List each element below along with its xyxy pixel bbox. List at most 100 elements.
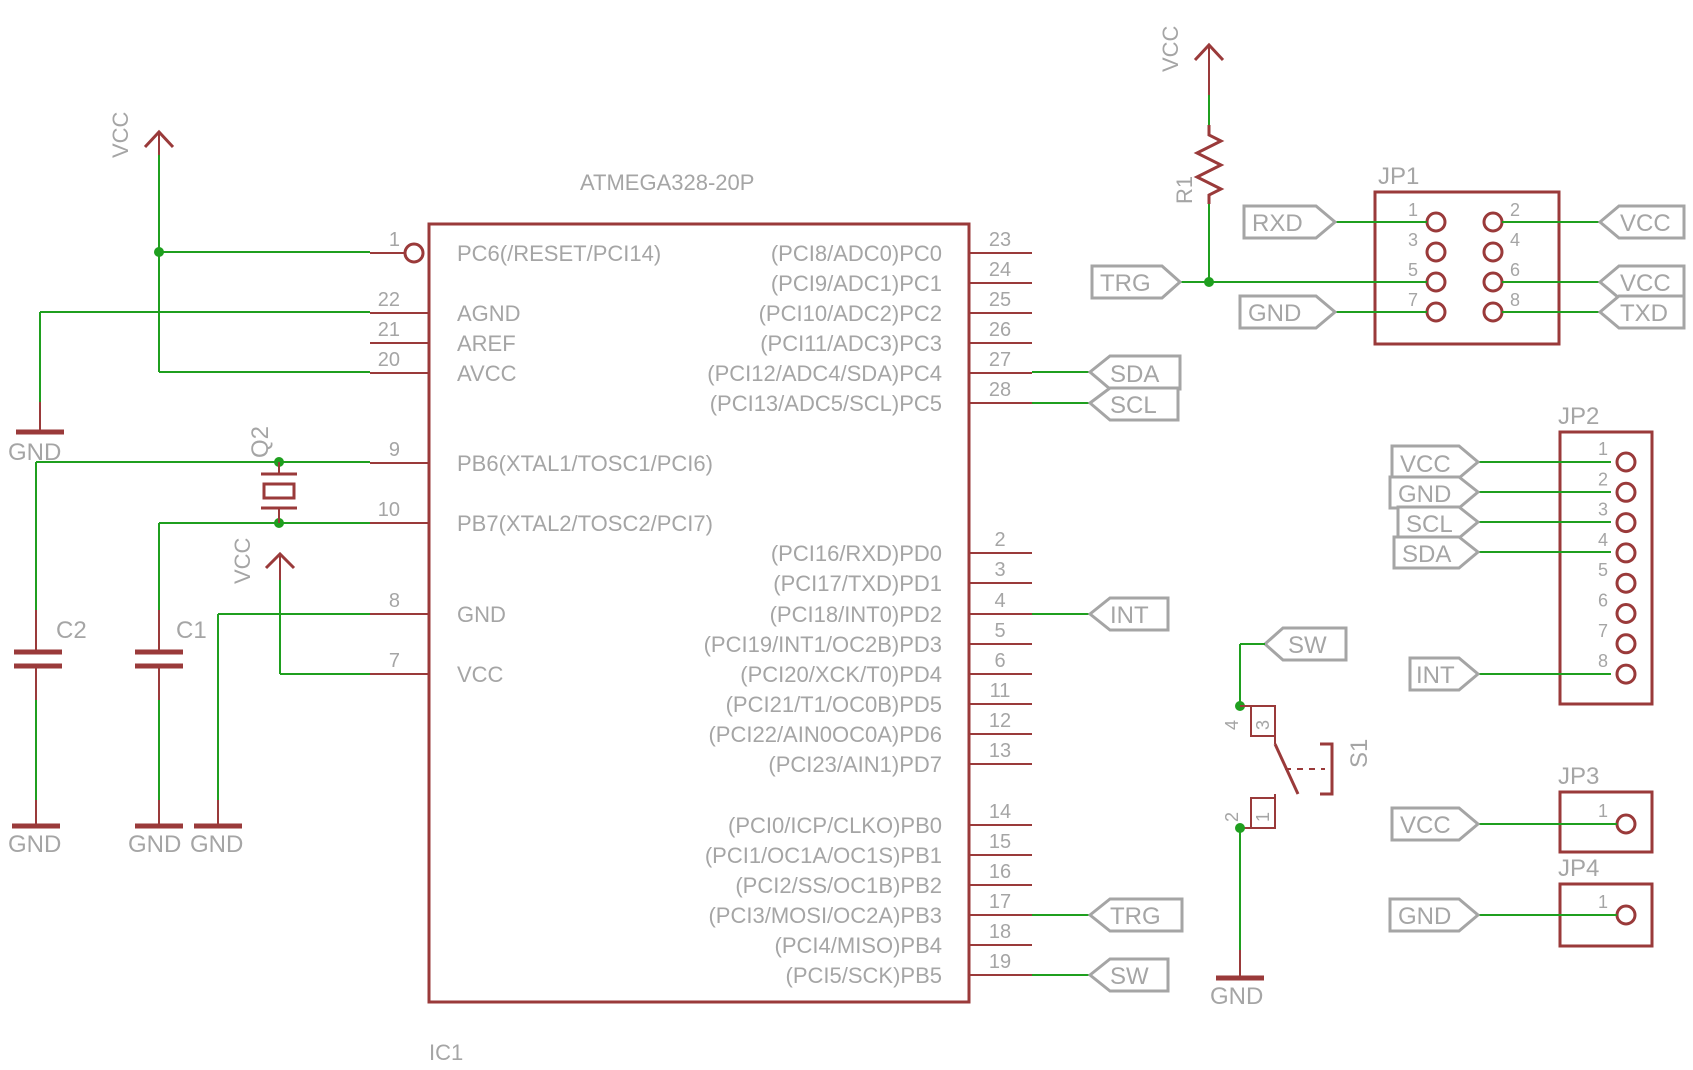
ic1-pin-name: (PCI1/OC1A/OC1S)PB1 <box>705 843 942 868</box>
jp1-label: JP1 <box>1378 163 1419 190</box>
ic1-pin-name: AREF <box>457 331 516 356</box>
ic1-pin-number: 28 <box>989 379 1011 401</box>
jp2-label: JP2 <box>1558 403 1599 430</box>
jp2-pin-icon <box>1615 451 1637 473</box>
ic1-pin-name: (PCI4/MISO)PB4 <box>775 933 942 958</box>
jp2-net-int-text: INT <box>1416 662 1455 689</box>
ic1: ATMEGA328-20P IC1 1PC6(/RESET/PCI14)22AG… <box>370 170 1032 1065</box>
jp2-net-sda-text: SDA <box>1402 541 1451 568</box>
jp1-net-txd-text: TXD <box>1620 300 1668 327</box>
ic1-pin-number: 16 <box>989 861 1011 883</box>
jp1-pin-icon <box>1482 211 1504 233</box>
ic1-pin-name: (PCI10/ADC2)PC2 <box>759 301 942 326</box>
s1-pin-num: 4 <box>1222 720 1242 730</box>
s1-pin-num: 1 <box>1253 812 1273 822</box>
s1-pin-num: 2 <box>1222 812 1242 822</box>
jp2-body <box>1558 430 1654 706</box>
jp2-pin-icon <box>1615 481 1637 503</box>
jp1-pin-num: 8 <box>1510 290 1520 310</box>
net-label-scl <box>1087 386 1180 422</box>
jp2-net-scl <box>1396 505 1481 540</box>
jp2-net-vcc-text: VCC <box>1400 451 1451 478</box>
ic1-pin-number: 4 <box>994 590 1005 612</box>
jp1-pin-icon <box>1482 241 1504 263</box>
net-label-scl-text: SCL <box>1110 392 1157 419</box>
ic1-pin-number: 5 <box>994 620 1005 642</box>
jp3-label: JP3 <box>1558 763 1599 790</box>
net-label-sw <box>1087 957 1170 993</box>
jp1-net-rxd <box>1242 204 1338 240</box>
ic1-pin-number: 11 <box>990 680 1011 702</box>
s1-pin-box <box>1250 797 1276 829</box>
jp2-pin-icon <box>1615 572 1637 594</box>
jp4: JP4 1 GND <box>1388 855 1654 948</box>
ic1-pin-name: PB7(XTAL2/TOSC2/PCI7) <box>457 511 713 536</box>
ic1-pin-number: 2 <box>994 529 1005 551</box>
jp2-pin-icon <box>1615 663 1637 685</box>
jp2-pin-icon <box>1615 542 1637 564</box>
jp1-pin-num: 4 <box>1510 230 1520 250</box>
jp3-net-vcc <box>1390 806 1481 842</box>
ic1-pin-number: 7 <box>389 650 400 672</box>
ic1-pin-name: (PCI17/TXD)PD1 <box>773 571 942 596</box>
net-label-sda-text: SDA <box>1110 361 1159 388</box>
jp1-pin-num: 6 <box>1510 260 1520 280</box>
ic1-pin-name: (PCI19/INT1/OC2B)PD3 <box>704 632 942 657</box>
jp1-pin-num: 7 <box>1408 290 1418 310</box>
ic1-pin-name: (PCI22/AIN0OC0A)PD6 <box>708 722 942 747</box>
ic1-pin-name: (PCI3/MOSI/OC2A)PB3 <box>708 903 942 928</box>
gnd-label-s1: GND <box>1210 983 1263 1010</box>
ic1-pin-name: (PCI8/ADC0)PC0 <box>771 241 942 266</box>
ic1-pin-name: (PCI11/ADC3)PC3 <box>760 331 942 356</box>
ic1-pin-number: 18 <box>989 921 1011 943</box>
net-label-int-text: INT <box>1110 602 1149 629</box>
s1-pin-num: 3 <box>1253 720 1273 730</box>
jp4-pin-icon <box>1615 904 1637 926</box>
ic1-left-pins: 1PC6(/RESET/PCI14)22AGND21AREF20AVCC9PB6… <box>370 229 713 687</box>
ic1-pin-number: 26 <box>989 319 1011 341</box>
ic1-pin-name: (PCI9/ADC1)PC1 <box>771 271 942 296</box>
net-label-sda <box>1087 354 1182 391</box>
jp3: JP3 1 VCC <box>1390 763 1654 854</box>
jp2-pin-num: 8 <box>1598 651 1608 671</box>
jp2-pin-num: 4 <box>1598 530 1608 550</box>
jp1-net-gnd-text: GND <box>1248 300 1301 327</box>
ic1-pin-number: 13 <box>989 740 1011 762</box>
ic1-pin-number: 8 <box>389 590 400 612</box>
jp2-pin-num: 1 <box>1598 439 1608 459</box>
ic1-part-label: ATMEGA328-20P <box>580 170 754 195</box>
ic1-pin-number: 20 <box>378 349 400 371</box>
net-label-sw-text: SW <box>1110 963 1149 990</box>
jp1-pin-num: 3 <box>1408 230 1418 250</box>
jp1-pin-icon <box>1425 301 1447 323</box>
ic1-pin-number: 15 <box>989 831 1011 853</box>
ic1-pin-name: (PCI21/T1/OC0B)PD5 <box>726 692 942 717</box>
gnd-label-c1: GND <box>128 831 181 858</box>
jp2-pin-icon <box>1615 603 1637 624</box>
crystal-q2 <box>261 462 297 523</box>
jp1-pin-icon <box>1482 271 1504 293</box>
s1-pin-box <box>1250 705 1276 737</box>
ic1-pin-number: 17 <box>989 891 1011 913</box>
ic1-pin-name: (PCI2/SS/OC1B)PB2 <box>735 873 942 898</box>
net-label-int <box>1087 596 1170 632</box>
vcc-arrow-icon <box>143 129 175 149</box>
jp1-net-txd <box>1597 294 1686 330</box>
ic1-pin-name: (PCI12/ADC4/SDA)PC4 <box>707 361 942 386</box>
jp2-net-scl-text: SCL <box>1406 511 1453 538</box>
ic1-pin-name: VCC <box>457 662 504 687</box>
jp2-net-vcc <box>1390 444 1481 480</box>
ic1-pin-number: 10 <box>378 499 400 521</box>
r1-label: R1 <box>1172 176 1197 204</box>
ic1-pin-name: (PCI5/SCK)PB5 <box>786 963 943 988</box>
jp1-pin-num: 5 <box>1408 260 1418 280</box>
vcc-supply-label-2: VCC <box>230 537 255 584</box>
ic1-pin-name: AVCC <box>457 361 517 386</box>
jp1-net-trg-text: TRG <box>1100 270 1151 297</box>
ic1-right-nets: SDA SCL INT TRG SW <box>1032 354 1184 993</box>
ic1-pin-number: 3 <box>994 559 1005 581</box>
ic1-pin-number: 14 <box>989 801 1011 823</box>
ic1-pin-name: PC6(/RESET/PCI14) <box>457 241 661 266</box>
